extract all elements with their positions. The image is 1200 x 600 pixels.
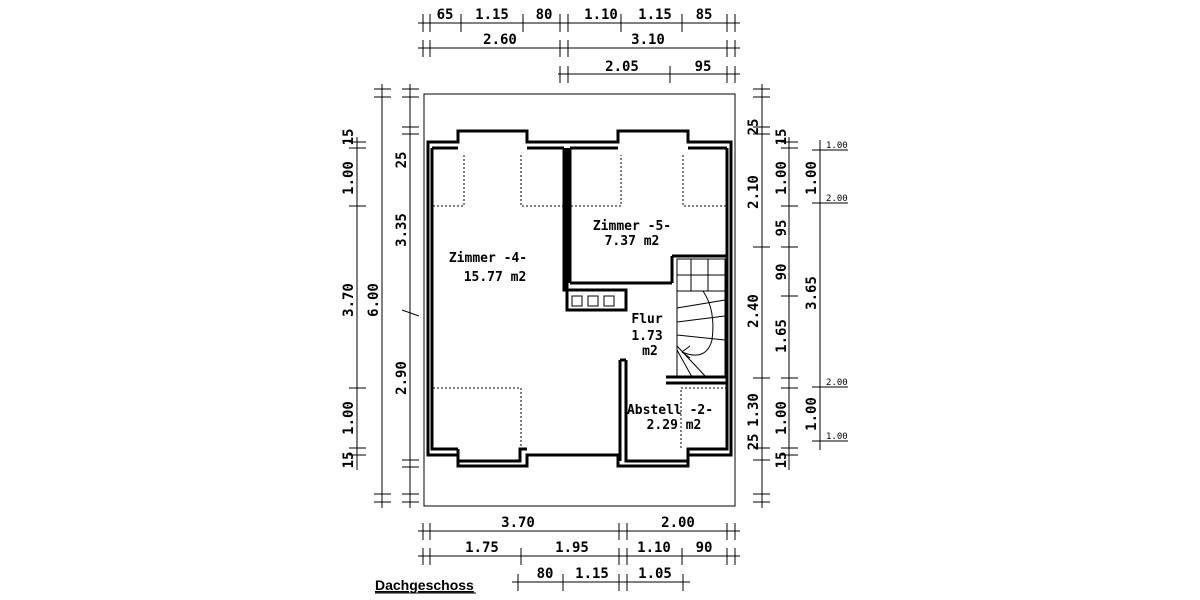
bottom-dim-4: 1.95 bbox=[555, 540, 589, 556]
room-zimmer4-area: 15.77 m2 bbox=[464, 270, 527, 285]
right-dim-6: 15 bbox=[774, 129, 790, 146]
room-flur-unit: m2 bbox=[642, 344, 658, 359]
bottom-dimension-chains: 3.70 2.00 1.75 1.95 1.10 90 80 1.15 1.05 bbox=[418, 515, 740, 591]
shaft-1 bbox=[571, 295, 583, 307]
bottom-dim-9: 1.05 bbox=[638, 566, 672, 582]
right-dim-4: 1.30 bbox=[746, 393, 762, 427]
drawing-title: Dachgeschoss bbox=[375, 577, 474, 593]
level-label-4: 1.00 bbox=[826, 432, 848, 442]
right-dim-8: 95 bbox=[774, 220, 790, 237]
left-dim-3: 3.70 bbox=[341, 283, 357, 317]
bottom-dim-3: 1.75 bbox=[465, 540, 499, 556]
level-label-1: 1.00 bbox=[826, 141, 848, 151]
left-dim-1: 15 bbox=[341, 129, 357, 146]
left-dim-total: 6.00 bbox=[366, 283, 382, 317]
right-dim-15: 1.00 bbox=[804, 397, 820, 431]
top-dim-6: 85 bbox=[696, 7, 713, 23]
right-dim-14: 3.65 bbox=[804, 276, 820, 310]
bottom-dim-5: 1.10 bbox=[637, 540, 671, 556]
top-dim-total-right: 3.10 bbox=[631, 32, 665, 48]
right-dim-5: 25 bbox=[746, 434, 762, 451]
top-dim-3b: 95 bbox=[695, 59, 712, 75]
left-dim-5: 15 bbox=[341, 452, 357, 469]
room-abstell-name: Abstell -2- bbox=[627, 403, 713, 418]
right-dim-2: 2.10 bbox=[746, 175, 762, 209]
bottom-dim-1: 3.70 bbox=[501, 515, 535, 531]
room-zimmer4-name: Zimmer -4- bbox=[449, 251, 527, 266]
top-dim-3a: 2.05 bbox=[605, 59, 639, 75]
right-dim-3: 2.40 bbox=[746, 294, 762, 328]
room-labels: Zimmer -4- 15.77 m2 Zimmer -5- 7.37 m2 F… bbox=[449, 219, 713, 433]
right-dim-9: 90 bbox=[774, 264, 790, 281]
right-dim-12: 15 bbox=[774, 452, 790, 469]
top-dim-1: 65 bbox=[437, 7, 454, 23]
right-dimension-chains: 25 2.10 2.40 1.30 25 15 1.00 95 90 1.65 … bbox=[746, 84, 848, 508]
bottom-dim-8: 1.15 bbox=[575, 566, 609, 582]
right-dim-11: 1.00 bbox=[774, 401, 790, 435]
roof-slope-lines bbox=[433, 155, 726, 448]
top-dim-3: 80 bbox=[536, 7, 553, 23]
shaft-2 bbox=[587, 295, 599, 307]
top-dim-5: 1.15 bbox=[638, 7, 672, 23]
room-flur-name: Flur bbox=[631, 312, 662, 327]
left-dim-4: 1.00 bbox=[341, 401, 357, 435]
right-dim-13: 1.00 bbox=[804, 161, 820, 195]
outer-walls bbox=[426, 129, 733, 468]
room-abstell-area: 2.29 m2 bbox=[647, 418, 702, 433]
bottom-dim-2: 2.00 bbox=[661, 515, 695, 531]
room-zimmer5-name: Zimmer -5- bbox=[593, 219, 671, 234]
inner-walls bbox=[430, 146, 729, 463]
building bbox=[423, 93, 736, 507]
right-dim-7: 1.00 bbox=[774, 161, 790, 195]
bottom-dim-6: 90 bbox=[696, 540, 713, 556]
left-dim-6: 25 bbox=[394, 152, 410, 169]
shaft-3 bbox=[603, 295, 615, 307]
right-dim-1: 25 bbox=[746, 119, 762, 136]
room-flur-area: 1.73 bbox=[631, 329, 662, 344]
top-dim-2: 1.15 bbox=[475, 7, 509, 23]
right-dim-10: 1.65 bbox=[774, 319, 790, 353]
top-dim-4: 1.10 bbox=[584, 7, 618, 23]
staircase bbox=[676, 258, 726, 378]
bottom-dim-7: 80 bbox=[537, 566, 554, 582]
left-dim-2: 1.00 bbox=[341, 161, 357, 195]
roof-outline bbox=[423, 93, 736, 507]
top-dimension-chains: 65 1.15 80 1.10 1.15 85 2.60 3.10 2.05 9… bbox=[418, 7, 740, 83]
level-label-2: 2.00 bbox=[826, 194, 848, 204]
room-zimmer5-area: 7.37 m2 bbox=[605, 234, 660, 249]
left-dimension-chains: 15 1.00 3.70 1.00 15 6.00 25 3.35 2.90 bbox=[341, 84, 420, 508]
level-label-3: 2.00 bbox=[826, 378, 848, 388]
top-dim-total-left: 2.60 bbox=[483, 32, 517, 48]
left-dim-7: 3.35 bbox=[394, 213, 410, 247]
left-dim-8: 2.90 bbox=[394, 361, 410, 395]
